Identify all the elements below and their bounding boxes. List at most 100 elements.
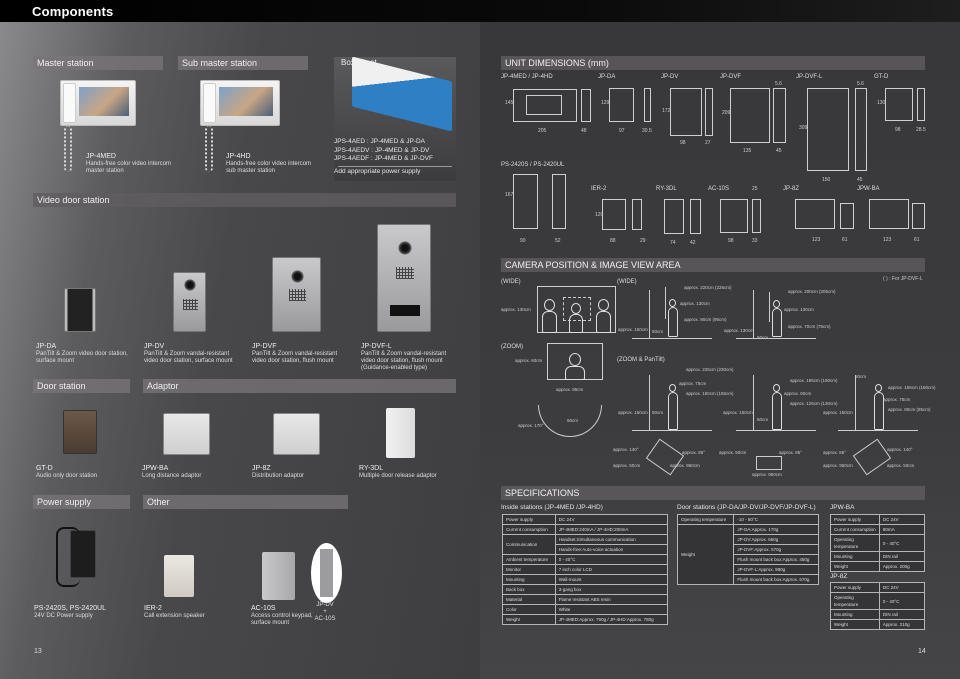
spec-key: Mounting <box>830 609 880 620</box>
dim-drawing <box>855 88 867 171</box>
figure-body <box>668 307 678 337</box>
section-video-door-station: Video door station <box>33 193 456 207</box>
annotation: approx. 130cm <box>784 307 814 312</box>
dim-label: IER-2 <box>591 186 607 192</box>
ac-10s-image <box>262 552 295 600</box>
dim-drawing <box>690 199 701 234</box>
spec-value: DIN rail <box>878 551 926 562</box>
spec-value: JP-4MED:Approx. 790g / JP-4HD:Approx. 78… <box>554 614 669 625</box>
jp-da-image <box>64 288 96 332</box>
dim-value: 61 <box>914 237 920 243</box>
spec-value: 0 - 40°C <box>878 592 926 610</box>
annotation: 50cm <box>567 418 579 423</box>
desc-line: video door station, flush mount <box>361 358 443 364</box>
annotation: approx. 125cm (130cm) <box>790 401 838 406</box>
annotation: approx. 225cm (230cm) <box>686 367 734 372</box>
spec-value: Flame resistant ABS resin <box>554 594 669 605</box>
handset-cord <box>205 126 213 172</box>
dim-value: 97 <box>619 128 625 134</box>
dim-value: 130 <box>877 100 886 106</box>
model-name: JP-DVF-L <box>361 343 392 350</box>
dim-drawing <box>609 88 634 122</box>
dim-label: JP-DV <box>661 74 679 80</box>
annotation: approx. 150cm <box>723 410 753 415</box>
dim-value: 45 <box>776 148 782 154</box>
dim-label: GT-D <box>874 74 889 80</box>
gt-d-caption: GT-D Audio only door station <box>36 465 97 480</box>
annotation: approx. 85° <box>682 450 706 455</box>
page-number-right: 14 <box>918 648 926 655</box>
ac-10s-caption: AC-10S Access control keypad, surface mo… <box>251 605 313 627</box>
dim-label: JP-8Z <box>783 186 800 192</box>
boxed-set-item: JPS-4AEDF : JP-4MED & JP-DVF <box>334 155 433 162</box>
floor-line <box>736 430 816 431</box>
spec-key: Weight <box>676 524 735 585</box>
section-power-supply: Power supply <box>33 495 130 509</box>
table-row: Operating temperature-10 - 60°C <box>676 514 819 525</box>
annotation: approx. 75cm <box>679 381 707 386</box>
floor-line <box>632 430 712 431</box>
dim-label: RY-3DL <box>656 186 677 192</box>
figure-head <box>669 384 676 392</box>
dim-drawing <box>632 199 642 230</box>
dim-value: 25 <box>752 186 758 192</box>
boxed-set-panel: Boxed set JPS-4AED : JP-4MED & JP-DA JPS… <box>334 56 456 181</box>
annotation: approx. 150cm <box>618 410 648 415</box>
wide-view-frame <box>537 286 616 333</box>
model-name: PS-2420S, PS-2420UL <box>34 605 106 612</box>
dim-drawing <box>602 199 626 230</box>
annotation: approx. 75cm <box>883 397 911 402</box>
model-name: AC-10S <box>251 605 276 612</box>
desc-line: Call extension speaker <box>144 613 205 619</box>
desc-line: master station <box>86 168 124 174</box>
power-supply-caption: PS-2420S, PS-2420UL 24V DC Power supply <box>34 605 106 620</box>
jp-dv-image <box>173 272 206 332</box>
dim-value: 167 <box>505 192 514 198</box>
top-view-diagram <box>756 456 782 470</box>
jp-8z-caption: JP-8Z Distribution adaptor <box>252 465 304 480</box>
jp-da-caption: JP-DA PanTilt & Zoom video door station,… <box>36 343 136 365</box>
dim-value: 98 <box>895 127 901 133</box>
desc-line: surface mount <box>251 620 290 626</box>
model-name: JP-DVF <box>252 343 277 350</box>
annotation: approx. 60cm <box>784 391 812 396</box>
annotation: approx. 200cm (205cm) <box>788 289 836 294</box>
dim-drawing <box>664 199 684 234</box>
dim-value: 29 <box>640 238 646 244</box>
spec-key: Power supply <box>830 582 880 593</box>
model-name: AC-10S <box>314 616 336 622</box>
spec-value: Handset:Simultaneous communication <box>554 534 669 545</box>
figure-body <box>772 308 782 337</box>
dim-value: 30.5 <box>642 128 652 134</box>
dim-value: 90 <box>520 238 526 244</box>
page-number-left: 13 <box>34 648 42 655</box>
dim-drawing <box>513 89 577 122</box>
spec-value: 7 inch color LCD <box>554 564 669 575</box>
view-line <box>769 292 770 322</box>
section-other: Other <box>143 495 348 509</box>
annotation: approx. 80cm (85cm) <box>888 407 931 412</box>
dim-value: 61 <box>842 237 848 243</box>
model-name: JP-4HD <box>226 153 251 160</box>
dim-value: 172 <box>662 108 671 114</box>
floor-line <box>736 338 816 339</box>
spec-title-door: Door stations (JP-DA/JP-DV/JP-DVF/JP-DVF… <box>677 504 816 511</box>
desc-line: video door station, flush mount <box>252 358 334 364</box>
spec-value: JP-DV:Approx. 650g <box>733 534 819 545</box>
jpw-ba-image <box>163 413 210 455</box>
annotation: approx. 140° <box>887 447 913 452</box>
dim-value: 33 <box>752 238 758 244</box>
section-adaptor: Adaptor <box>143 379 456 393</box>
spec-value: 0 - 40°C <box>554 554 669 565</box>
dim-drawing <box>581 89 591 122</box>
